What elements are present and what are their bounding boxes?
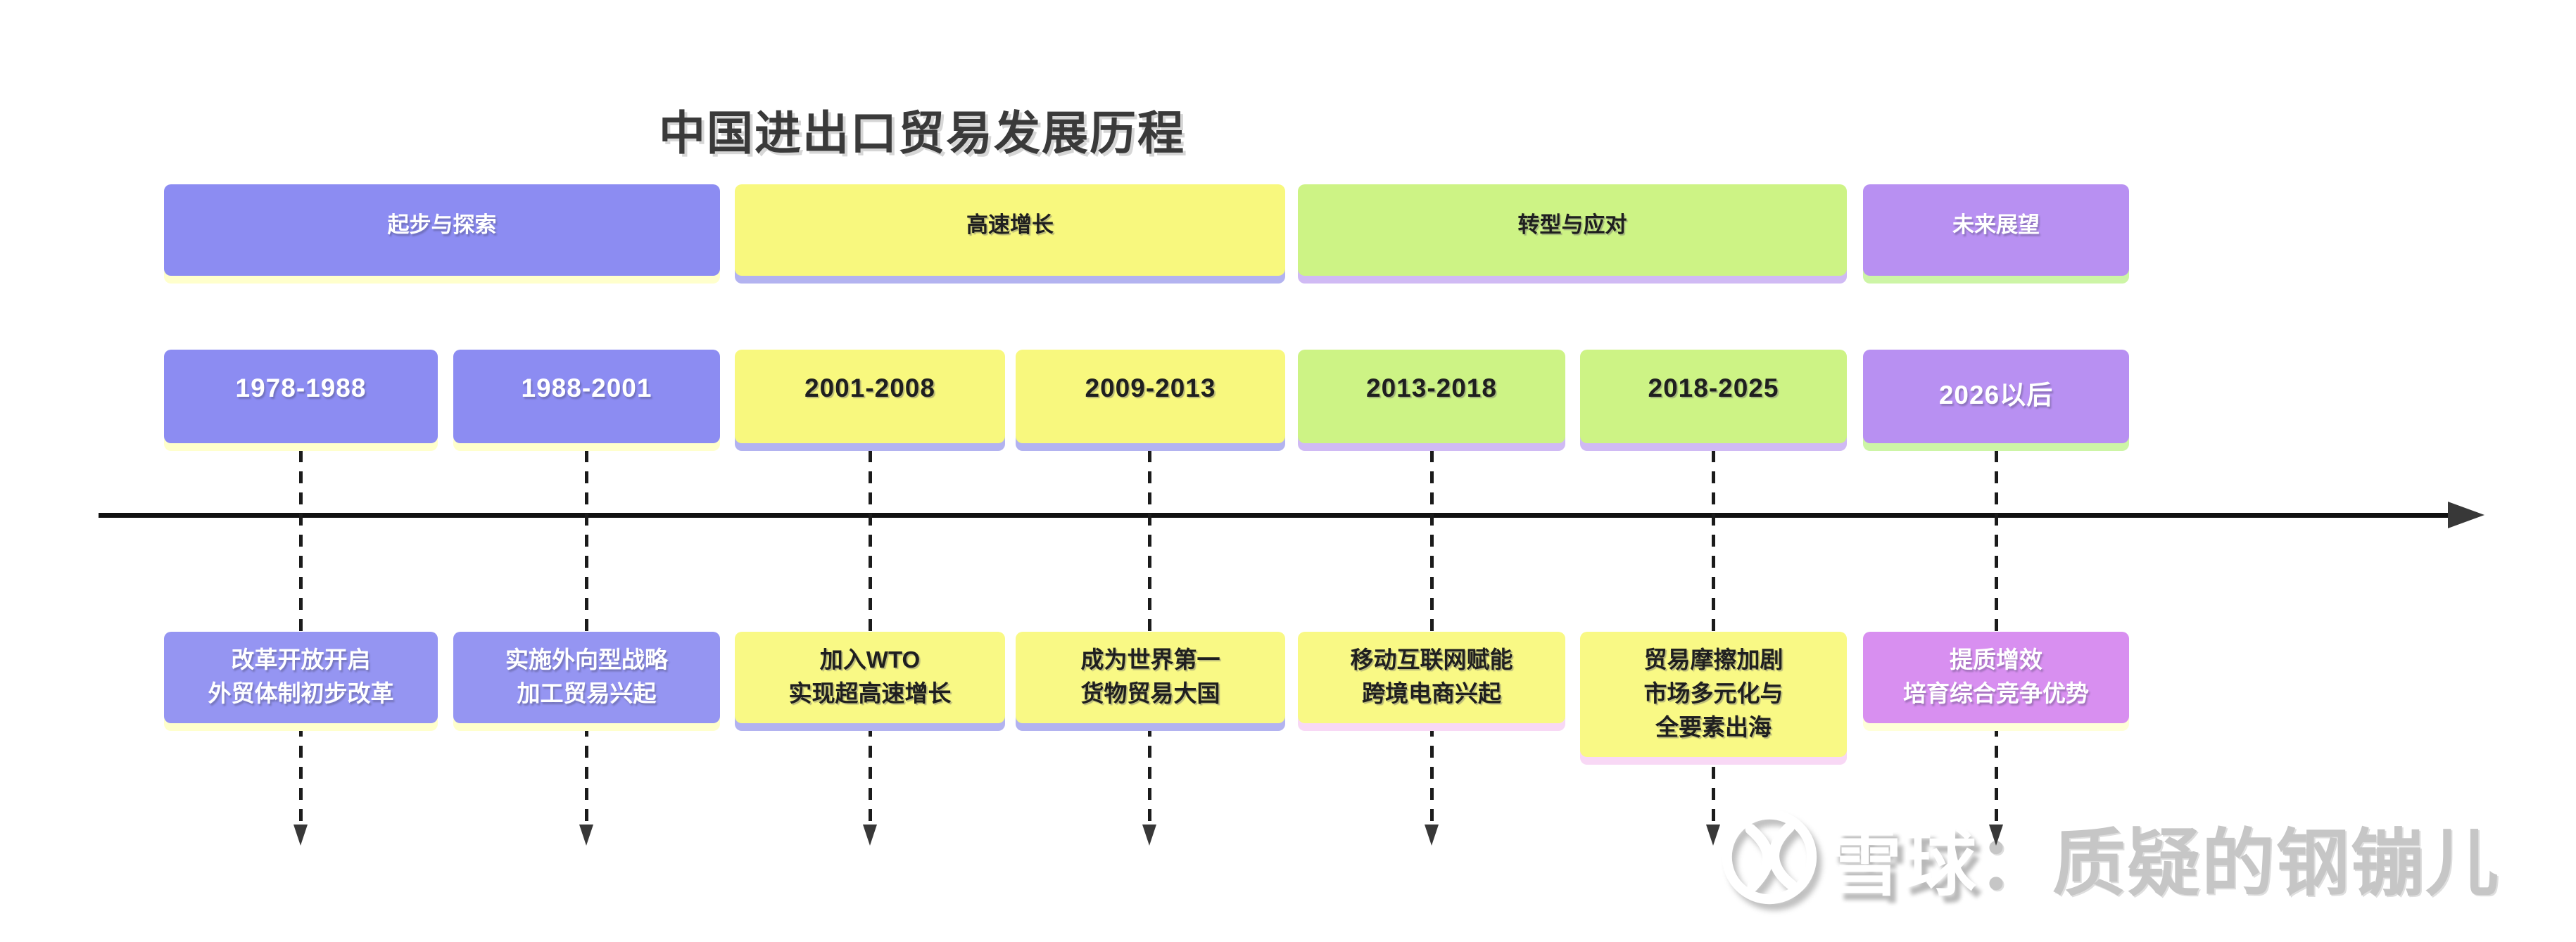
period-box-7: 2026以后 [1863, 350, 2129, 443]
dashed-connector-arrowhead-icon [1142, 825, 1156, 846]
event-box-5: 移动互联网赋能跨境电商兴起 [1298, 632, 1565, 723]
event-box-5-line: 跨境电商兴起 [1362, 680, 1501, 706]
dashed-connector-arrowhead-icon [579, 825, 593, 846]
section-bar-2: 高速增长 [735, 184, 1285, 276]
period-box-3: 2001-2008 [735, 350, 1005, 443]
event-box-1-line: 改革开放开启 [231, 647, 371, 673]
event-box-6: 贸易摩擦加剧市场多元化与全要素出海 [1580, 632, 1847, 757]
event-box-7-line: 培育综合竞争优势 [1903, 680, 2089, 706]
watermark: 雪球 ：质疑的钢镚儿 [1720, 803, 2500, 910]
event-box-4-line: 成为世界第一 [1080, 647, 1220, 673]
section-bar-3: 转型与应对 [1298, 184, 1847, 276]
event-box-4: 成为世界第一货物贸易大国 [1016, 632, 1285, 723]
diagram-title: 中国进出口贸易发展历程 [659, 107, 1185, 159]
event-box-7: 提质增效培育综合竞争优势 [1863, 632, 2129, 723]
period-box-2: 1988-2001 [453, 350, 720, 443]
dashed-connector-arrowhead-icon [1706, 825, 1720, 846]
event-box-6-line: 全要素出海 [1655, 714, 1772, 740]
dashed-connector-arrowhead-icon [1989, 825, 2003, 846]
event-box-4-line: 货物贸易大国 [1080, 680, 1220, 706]
watermark-username: ：质疑的钢镚儿 [1978, 823, 2501, 905]
dashed-connector-arrowhead-icon [1425, 825, 1439, 846]
event-box-1-line: 外贸体制初步改革 [208, 680, 394, 706]
event-box-2-line: 加工贸易兴起 [517, 680, 657, 706]
event-box-6-line: 贸易摩擦加剧 [1643, 647, 1783, 673]
event-box-2: 实施外向型战略加工贸易兴起 [453, 632, 720, 723]
dashed-connector-arrowhead-icon [863, 825, 877, 846]
event-box-3: 加入WTO 实现超高速增长 [735, 632, 1005, 723]
dashed-connector-arrowhead-icon [293, 825, 308, 846]
xueqiu-logo-icon [1722, 809, 1817, 904]
period-box-4: 2009-2013 [1016, 350, 1285, 443]
event-box-5-line: 移动互联网赋能 [1350, 647, 1513, 673]
timeline-axis [99, 513, 2451, 518]
event-box-1: 改革开放开启外贸体制初步改革 [164, 632, 438, 723]
section-bar-1: 起步与探索 [164, 184, 720, 276]
period-box-1: 1978-1988 [164, 350, 438, 443]
event-box-7-line: 提质增效 [1950, 647, 2043, 673]
event-box-3-line: 加入WTO [819, 647, 921, 673]
event-box-2-line: 实施外向型战略 [505, 647, 668, 673]
event-box-6-line: 市场多元化与 [1643, 680, 1783, 706]
event-box-3-line: 实现超高速增长 [788, 680, 952, 706]
section-bar-4: 未来展望 [1863, 184, 2129, 276]
watermark-brand: 雪球 [1829, 823, 1978, 905]
timeline-axis-arrowhead-icon [2448, 502, 2485, 528]
period-box-5: 2013-2018 [1298, 350, 1565, 443]
period-box-6: 2018-2025 [1580, 350, 1847, 443]
